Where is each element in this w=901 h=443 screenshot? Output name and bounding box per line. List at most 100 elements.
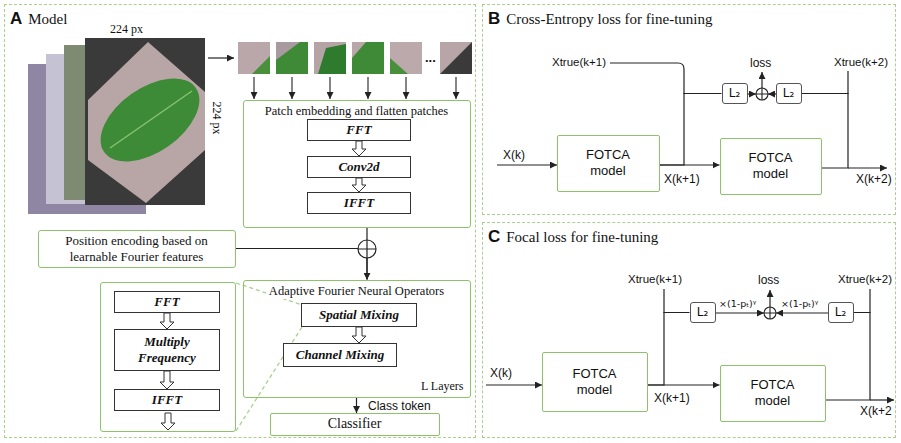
flow-arrow bbox=[208, 57, 234, 58]
dimension-label: 224 px bbox=[209, 102, 224, 135]
panel-letter: B bbox=[488, 9, 500, 29]
image-patch bbox=[238, 42, 270, 74]
operator-box: IFFT bbox=[114, 389, 220, 411]
signal-label: X(k) bbox=[503, 148, 525, 162]
target-line bbox=[869, 289, 870, 313]
target-line bbox=[663, 289, 664, 313]
ellipsis: ... bbox=[425, 50, 436, 65]
connector bbox=[356, 398, 357, 414]
sum-symbol bbox=[756, 88, 768, 100]
operator-box: Spatial Mixing bbox=[301, 303, 417, 327]
image-patch bbox=[276, 42, 308, 74]
loss-arrow bbox=[716, 312, 764, 313]
loss-arrow bbox=[768, 93, 776, 94]
text-wrap: FFT bbox=[115, 292, 219, 312]
connector bbox=[826, 313, 871, 401]
image-patch bbox=[440, 42, 472, 74]
box-label: L₂ bbox=[697, 305, 709, 319]
box-label: FOTCA model bbox=[565, 366, 625, 397]
text-wrap: Spatial Mixing bbox=[302, 304, 416, 326]
sum-symbol bbox=[756, 88, 768, 100]
hollow-arrow bbox=[352, 327, 366, 343]
loss-box: L₂ bbox=[690, 302, 716, 323]
patch-leaf bbox=[390, 58, 408, 74]
patch-background bbox=[352, 42, 366, 58]
patch-leaf bbox=[318, 44, 346, 74]
image-patch bbox=[390, 42, 422, 74]
box-label: L₂ bbox=[835, 305, 847, 319]
signal-label: Xtrue(k+1) bbox=[628, 273, 682, 285]
text-wrap: L₂ bbox=[723, 84, 747, 103]
text-wrap: A Model bbox=[10, 9, 67, 29]
operator-box: Channel Mixing bbox=[283, 343, 397, 367]
hollow-arrow bbox=[352, 141, 366, 156]
patch-leaf bbox=[276, 42, 308, 74]
loss-label: loss bbox=[758, 273, 779, 287]
hollow-arrow bbox=[352, 178, 366, 192]
sum-symbol bbox=[764, 307, 776, 319]
panel: CFocal loss for fine-tuningFOTCA model FO… bbox=[482, 222, 896, 438]
loss-box: L₂ bbox=[722, 83, 748, 104]
patch-leaf bbox=[252, 56, 270, 74]
connector bbox=[660, 94, 722, 166]
operator-box: FFT bbox=[307, 119, 411, 141]
panel-title: Focal loss for fine-tuning bbox=[506, 229, 658, 246]
panel-title: Cross-Entropy loss for fine-tuning bbox=[506, 11, 712, 28]
box-label: FOTCA model bbox=[743, 377, 803, 408]
edge-label: X(k+1) bbox=[664, 172, 700, 186]
model-box: FOTCA model bbox=[720, 365, 826, 422]
signal-label: X(k+2 bbox=[860, 404, 892, 418]
box-label: Channel Mixing bbox=[296, 347, 385, 363]
target-line bbox=[847, 71, 848, 94]
box-label: Classifier bbox=[328, 416, 382, 433]
box-label: Patch embedding and flatten patches bbox=[262, 104, 451, 119]
flow-arrow bbox=[405, 77, 406, 99]
box-label: FOTCA model bbox=[741, 150, 801, 181]
panel-letter: A bbox=[10, 9, 22, 29]
dimension-label: 224 px bbox=[110, 22, 143, 37]
hollow-arrow bbox=[161, 413, 175, 430]
operator-box: Conv2d bbox=[307, 156, 411, 178]
text-wrap: Conv2d bbox=[308, 157, 410, 177]
text-wrap: FFT bbox=[308, 120, 410, 140]
box-label: L₂ bbox=[783, 86, 795, 100]
text-wrap: Channel Mixing bbox=[284, 344, 396, 366]
box-label: L Layers bbox=[421, 379, 464, 394]
connector bbox=[648, 313, 690, 386]
panel-title: Model bbox=[28, 11, 67, 28]
operator-box: FFT bbox=[114, 291, 220, 313]
edge-label: X(k+1) bbox=[654, 391, 690, 405]
text-wrap: Adaptive Fourier Neural OperatorsL Layer… bbox=[244, 281, 470, 397]
connector bbox=[236, 249, 368, 280]
image-patch bbox=[314, 42, 346, 74]
loss-arrow bbox=[769, 290, 770, 307]
box-label: Conv2d bbox=[338, 159, 379, 175]
box-label: Position encoding based on learnable Fou… bbox=[48, 233, 226, 264]
output-arrow bbox=[848, 167, 887, 168]
text-wrap: L₂ bbox=[691, 303, 715, 322]
box-label: IFFT bbox=[344, 195, 374, 211]
loss-box: L₂ bbox=[776, 83, 802, 104]
text-wrap: Classifier bbox=[271, 414, 439, 435]
classifier-box: Classifier bbox=[270, 413, 440, 436]
box-label: Multiply Frequency bbox=[127, 334, 207, 365]
flow-arrow bbox=[367, 77, 368, 99]
text-wrap: B Cross-Entropy loss for fine-tuning bbox=[488, 9, 713, 29]
model-box: FOTCA model bbox=[720, 138, 822, 195]
input-arrow bbox=[497, 164, 557, 165]
sum-symbol bbox=[358, 240, 376, 258]
text-wrap: FOTCA model bbox=[558, 136, 659, 191]
text-wrap: CFocal loss for fine-tuning bbox=[488, 227, 658, 247]
flow-arrow bbox=[253, 77, 254, 99]
hollow-arrow bbox=[160, 371, 174, 389]
leaf-midrib bbox=[110, 91, 192, 148]
loss-arrow bbox=[776, 312, 828, 313]
module-box: Patch embedding and flatten patchesFFT Co… bbox=[243, 100, 471, 228]
image-patch bbox=[352, 42, 384, 74]
text-wrap: IFFT bbox=[308, 193, 410, 213]
signal-label: Xtrue(k+2) bbox=[838, 273, 892, 285]
text-wrap: FOTCA model bbox=[721, 366, 825, 421]
target-line bbox=[610, 63, 684, 94]
signal-label: X(k+2) bbox=[856, 172, 892, 186]
